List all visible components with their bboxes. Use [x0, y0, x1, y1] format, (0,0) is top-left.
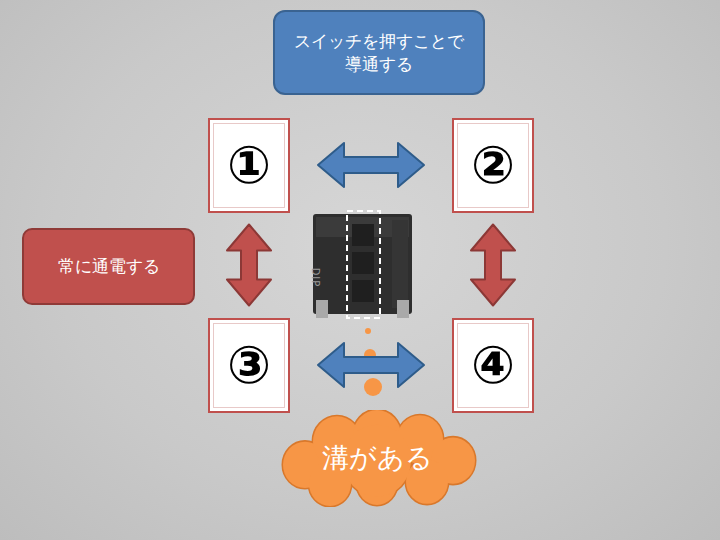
callout-number: ③: [227, 330, 271, 400]
callout-number: ④: [471, 330, 515, 400]
switch-slot: [352, 224, 374, 246]
switch-leg: [397, 300, 409, 318]
terminal-number-box: ④: [452, 318, 534, 413]
double-arrow: [318, 343, 424, 387]
callout-box: スイッチを押すことで 導通する: [273, 10, 485, 95]
switch-body: [313, 214, 412, 314]
switch-leg: [316, 300, 328, 318]
highlight-frame: [347, 211, 380, 318]
terminal-number-box: ③: [208, 318, 290, 413]
double-arrow: [318, 143, 424, 187]
switch-side: [392, 220, 408, 308]
cloud-callout: 溝がある: [275, 410, 480, 507]
switch-slot: [352, 280, 374, 302]
dip-switch-photo: [313, 211, 412, 318]
double-arrow: [471, 225, 515, 306]
thought-dot: [365, 328, 371, 334]
double-arrow: [227, 225, 271, 306]
callout-number: ①: [227, 130, 271, 200]
callout-box: 常に通電する: [22, 228, 195, 305]
part-marking: DIP: [310, 268, 321, 288]
label-text: スイッチを押すことで 導通する: [289, 30, 469, 76]
terminal-number-box: ①: [208, 118, 290, 213]
thought-dot: [364, 378, 382, 396]
label-text: 常に通電する: [58, 255, 160, 278]
switch-slot: [352, 252, 374, 274]
callout-number: ②: [471, 130, 515, 200]
label-text: 溝がある: [322, 440, 433, 476]
terminal-number-box: ②: [452, 118, 534, 213]
